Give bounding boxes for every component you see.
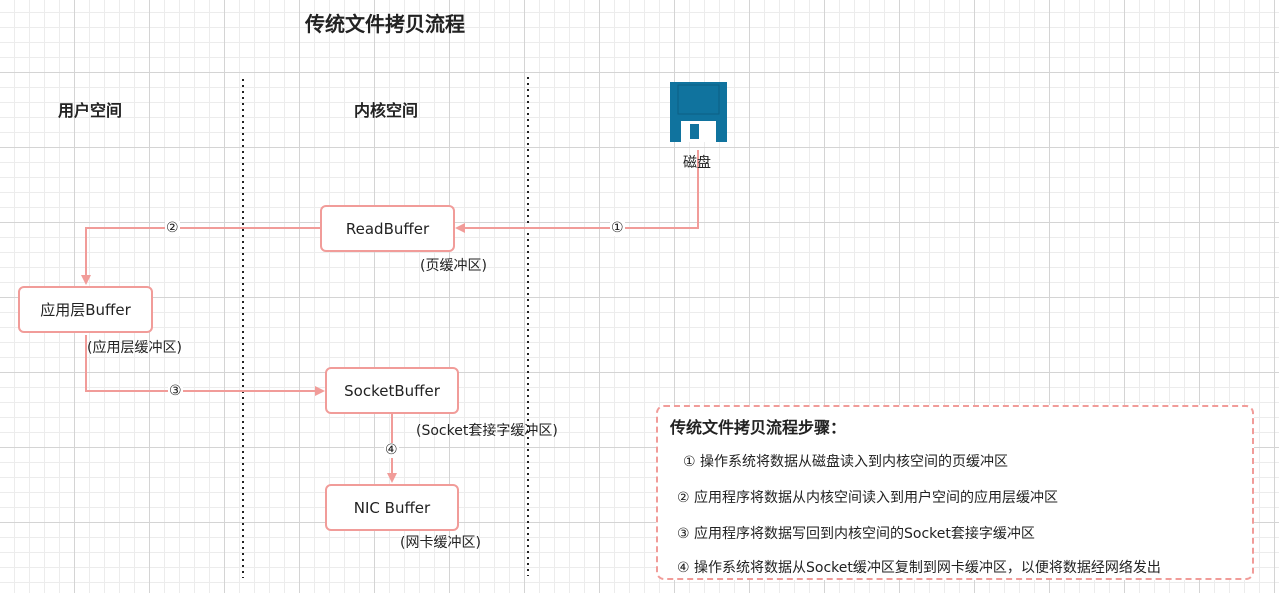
step1-label: ① <box>610 220 625 236</box>
arrow-step1 <box>455 150 699 233</box>
user-space-label: 用户空间 <box>58 101 123 120</box>
legend-step-1: ① 操作系统将数据从磁盘读入到内核空间的页缓冲区 <box>683 454 1008 470</box>
legend-step-2: ② 应用程序将数据从内核空间读入到用户空间的应用层缓冲区 <box>677 490 1058 506</box>
app-buffer-label: 应用层Buffer <box>40 301 131 319</box>
arrow-step2 <box>81 227 320 285</box>
read-buffer-label: ReadBuffer <box>345 219 430 238</box>
app-buffer-note: (应用层缓冲区) <box>87 340 182 356</box>
step2-label: ② <box>165 220 180 236</box>
kernel-space-label: 内核空间 <box>354 101 419 120</box>
nic-buffer-note: (网卡缓冲区) <box>400 535 481 551</box>
socket-buffer-box: SocketBuffer <box>325 367 459 414</box>
arrow-step3 <box>85 335 325 396</box>
disk-label: 磁盘 <box>683 155 711 171</box>
diagram-title: 传统文件拷贝流程 <box>305 12 465 36</box>
nic-buffer-label: NIC Buffer <box>353 498 431 517</box>
legend-title: 传统文件拷贝流程步骤： <box>670 418 847 437</box>
step3-label: ③ <box>168 383 183 399</box>
steps-legend: 传统文件拷贝流程步骤： ① 操作系统将数据从磁盘读入到内核空间的页缓冲区 ② 应… <box>656 405 1254 580</box>
legend-step-4: ④ 操作系统将数据从Socket缓冲区复制到网卡缓冲区，以便将数据经网络发出 <box>677 560 1161 576</box>
socket-buffer-label: SocketBuffer <box>344 381 440 400</box>
read-buffer-note: (页缓冲区) <box>420 258 487 274</box>
read-buffer-box: ReadBuffer <box>320 205 455 252</box>
floppy-disk-icon <box>670 82 727 142</box>
step4-label: ④ <box>384 442 399 458</box>
legend-step-3: ③ 应用程序将数据写回到内核空间的Socket套接字缓冲区 <box>677 526 1035 542</box>
socket-buffer-note: (Socket套接字缓冲区) <box>416 423 558 439</box>
nic-buffer-box: NIC Buffer <box>325 484 459 531</box>
app-buffer-box: 应用层Buffer <box>18 286 153 333</box>
